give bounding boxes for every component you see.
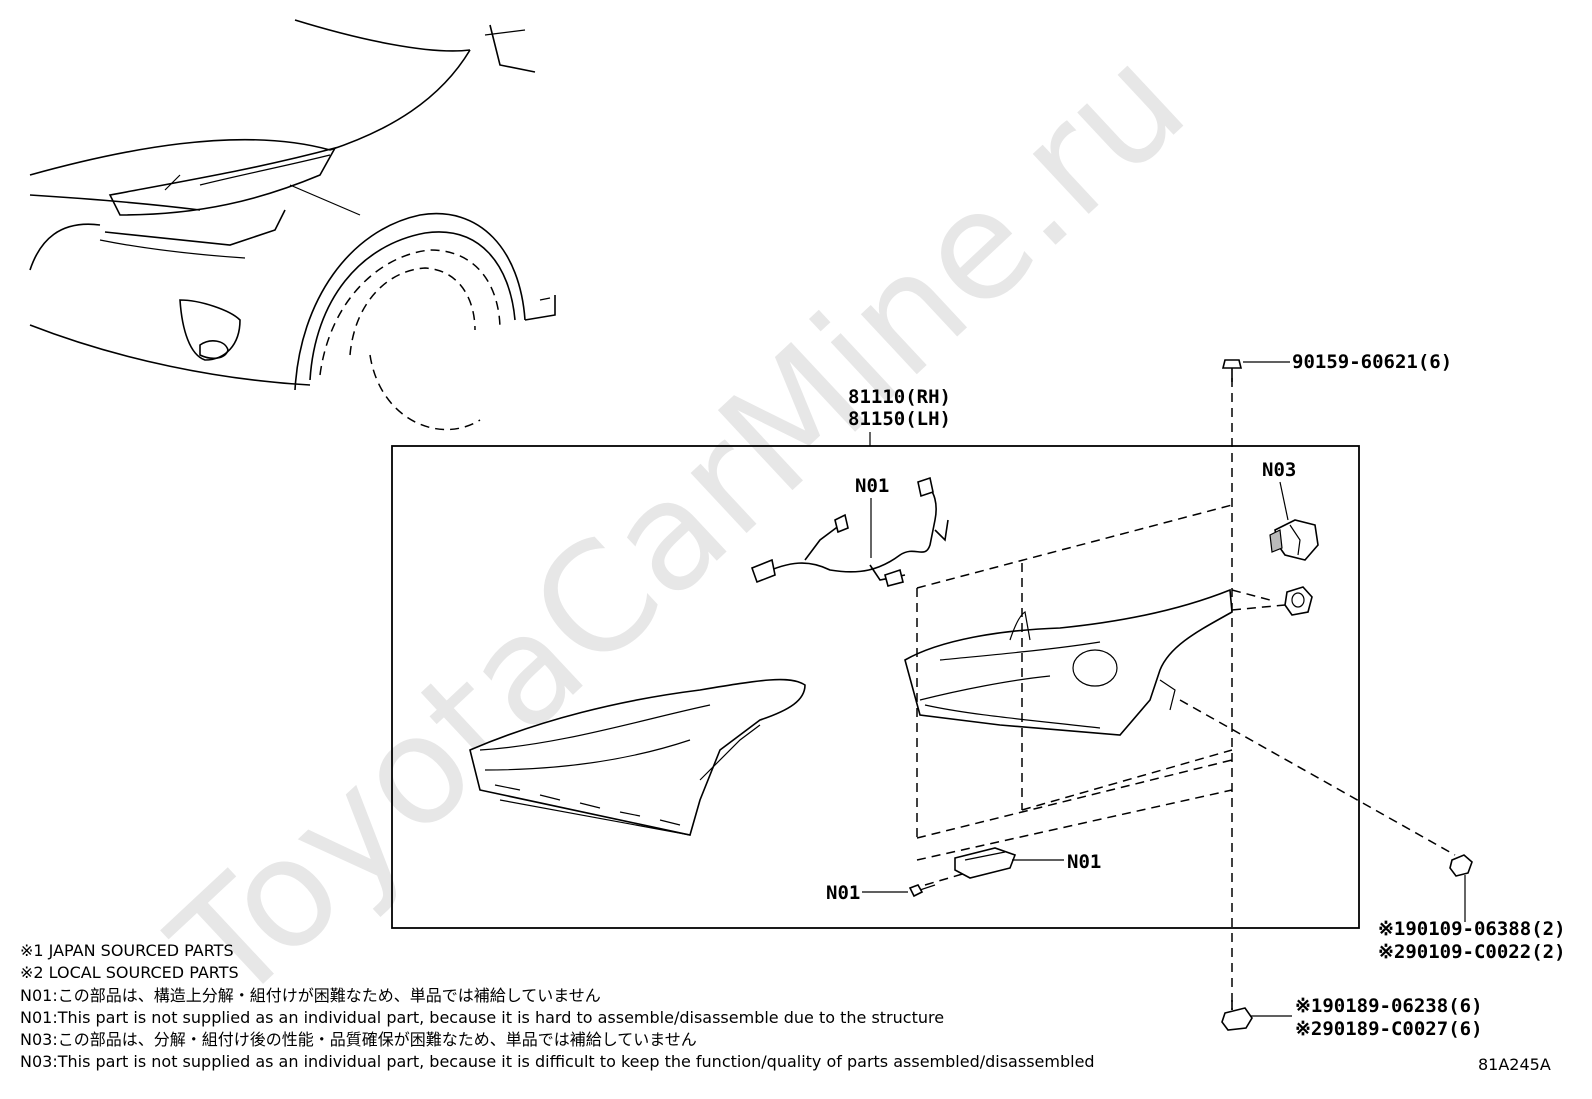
note-n01-jp: N01:この部品は、構造上分解・組付けが困難なため、単品では補給していません — [20, 985, 601, 1005]
clip-bottom-label-2: ※290189-C0027(6) — [1295, 1018, 1483, 1040]
clip-bottom — [1221, 1000, 1253, 1031]
note-n01-en: N01:This part is not supplied as an indi… — [20, 1007, 945, 1027]
headlamp-lens — [469, 678, 806, 836]
n01-bracket — [954, 847, 1017, 879]
bolt-top-label: 90159-60621(6) — [1292, 351, 1452, 373]
n03-leveling-actuator — [1269, 519, 1319, 561]
assembly-label-lh: 81150(LH) — [848, 408, 951, 430]
watermark: ToyotaCarMine.ru — [140, 15, 1218, 1037]
exploded-view-guides — [916, 378, 1456, 1010]
car-front-illustration — [29, 19, 556, 431]
notes-block: ※1 JAPAN SOURCED PARTS ※2 LOCAL SOURCED … — [20, 940, 1095, 1074]
headlamp-housing — [904, 588, 1233, 736]
n01-wiring-harness — [750, 476, 949, 587]
n01-screw — [908, 884, 936, 898]
figure-code: 81A245A — [1478, 1055, 1551, 1074]
note-japan-sourced: ※1 JAPAN SOURCED PARTS — [20, 941, 234, 960]
n01-wiring-label: N01 — [855, 475, 889, 497]
socket-part — [1284, 586, 1313, 616]
assembly-box — [391, 445, 1360, 929]
note-local-sourced: ※2 LOCAL SOURCED PARTS — [20, 963, 239, 983]
clip-bottom-label-1: ※190189-06238(6) — [1295, 995, 1483, 1017]
n01-bracket-label: N01 — [1067, 851, 1101, 873]
note-n03-jp: N03:この部品は、分解・組付け後の性能・品質確保が困難なため、単品では補給して… — [20, 1030, 697, 1050]
note-n03-en: N03:This part is not supplied as an indi… — [20, 1052, 1095, 1072]
bolt-top — [1221, 359, 1243, 382]
screw-right-label-1: ※190109-06388(2) — [1378, 918, 1566, 940]
screw-right-label-2: ※290109-C0022(2) — [1378, 941, 1566, 963]
assembly-label-rh: 81110(RH) — [848, 386, 951, 408]
n03-actuator-label: N03 — [1262, 459, 1296, 481]
n01-screw-label: N01 — [826, 882, 860, 904]
screw-right — [1449, 854, 1473, 877]
